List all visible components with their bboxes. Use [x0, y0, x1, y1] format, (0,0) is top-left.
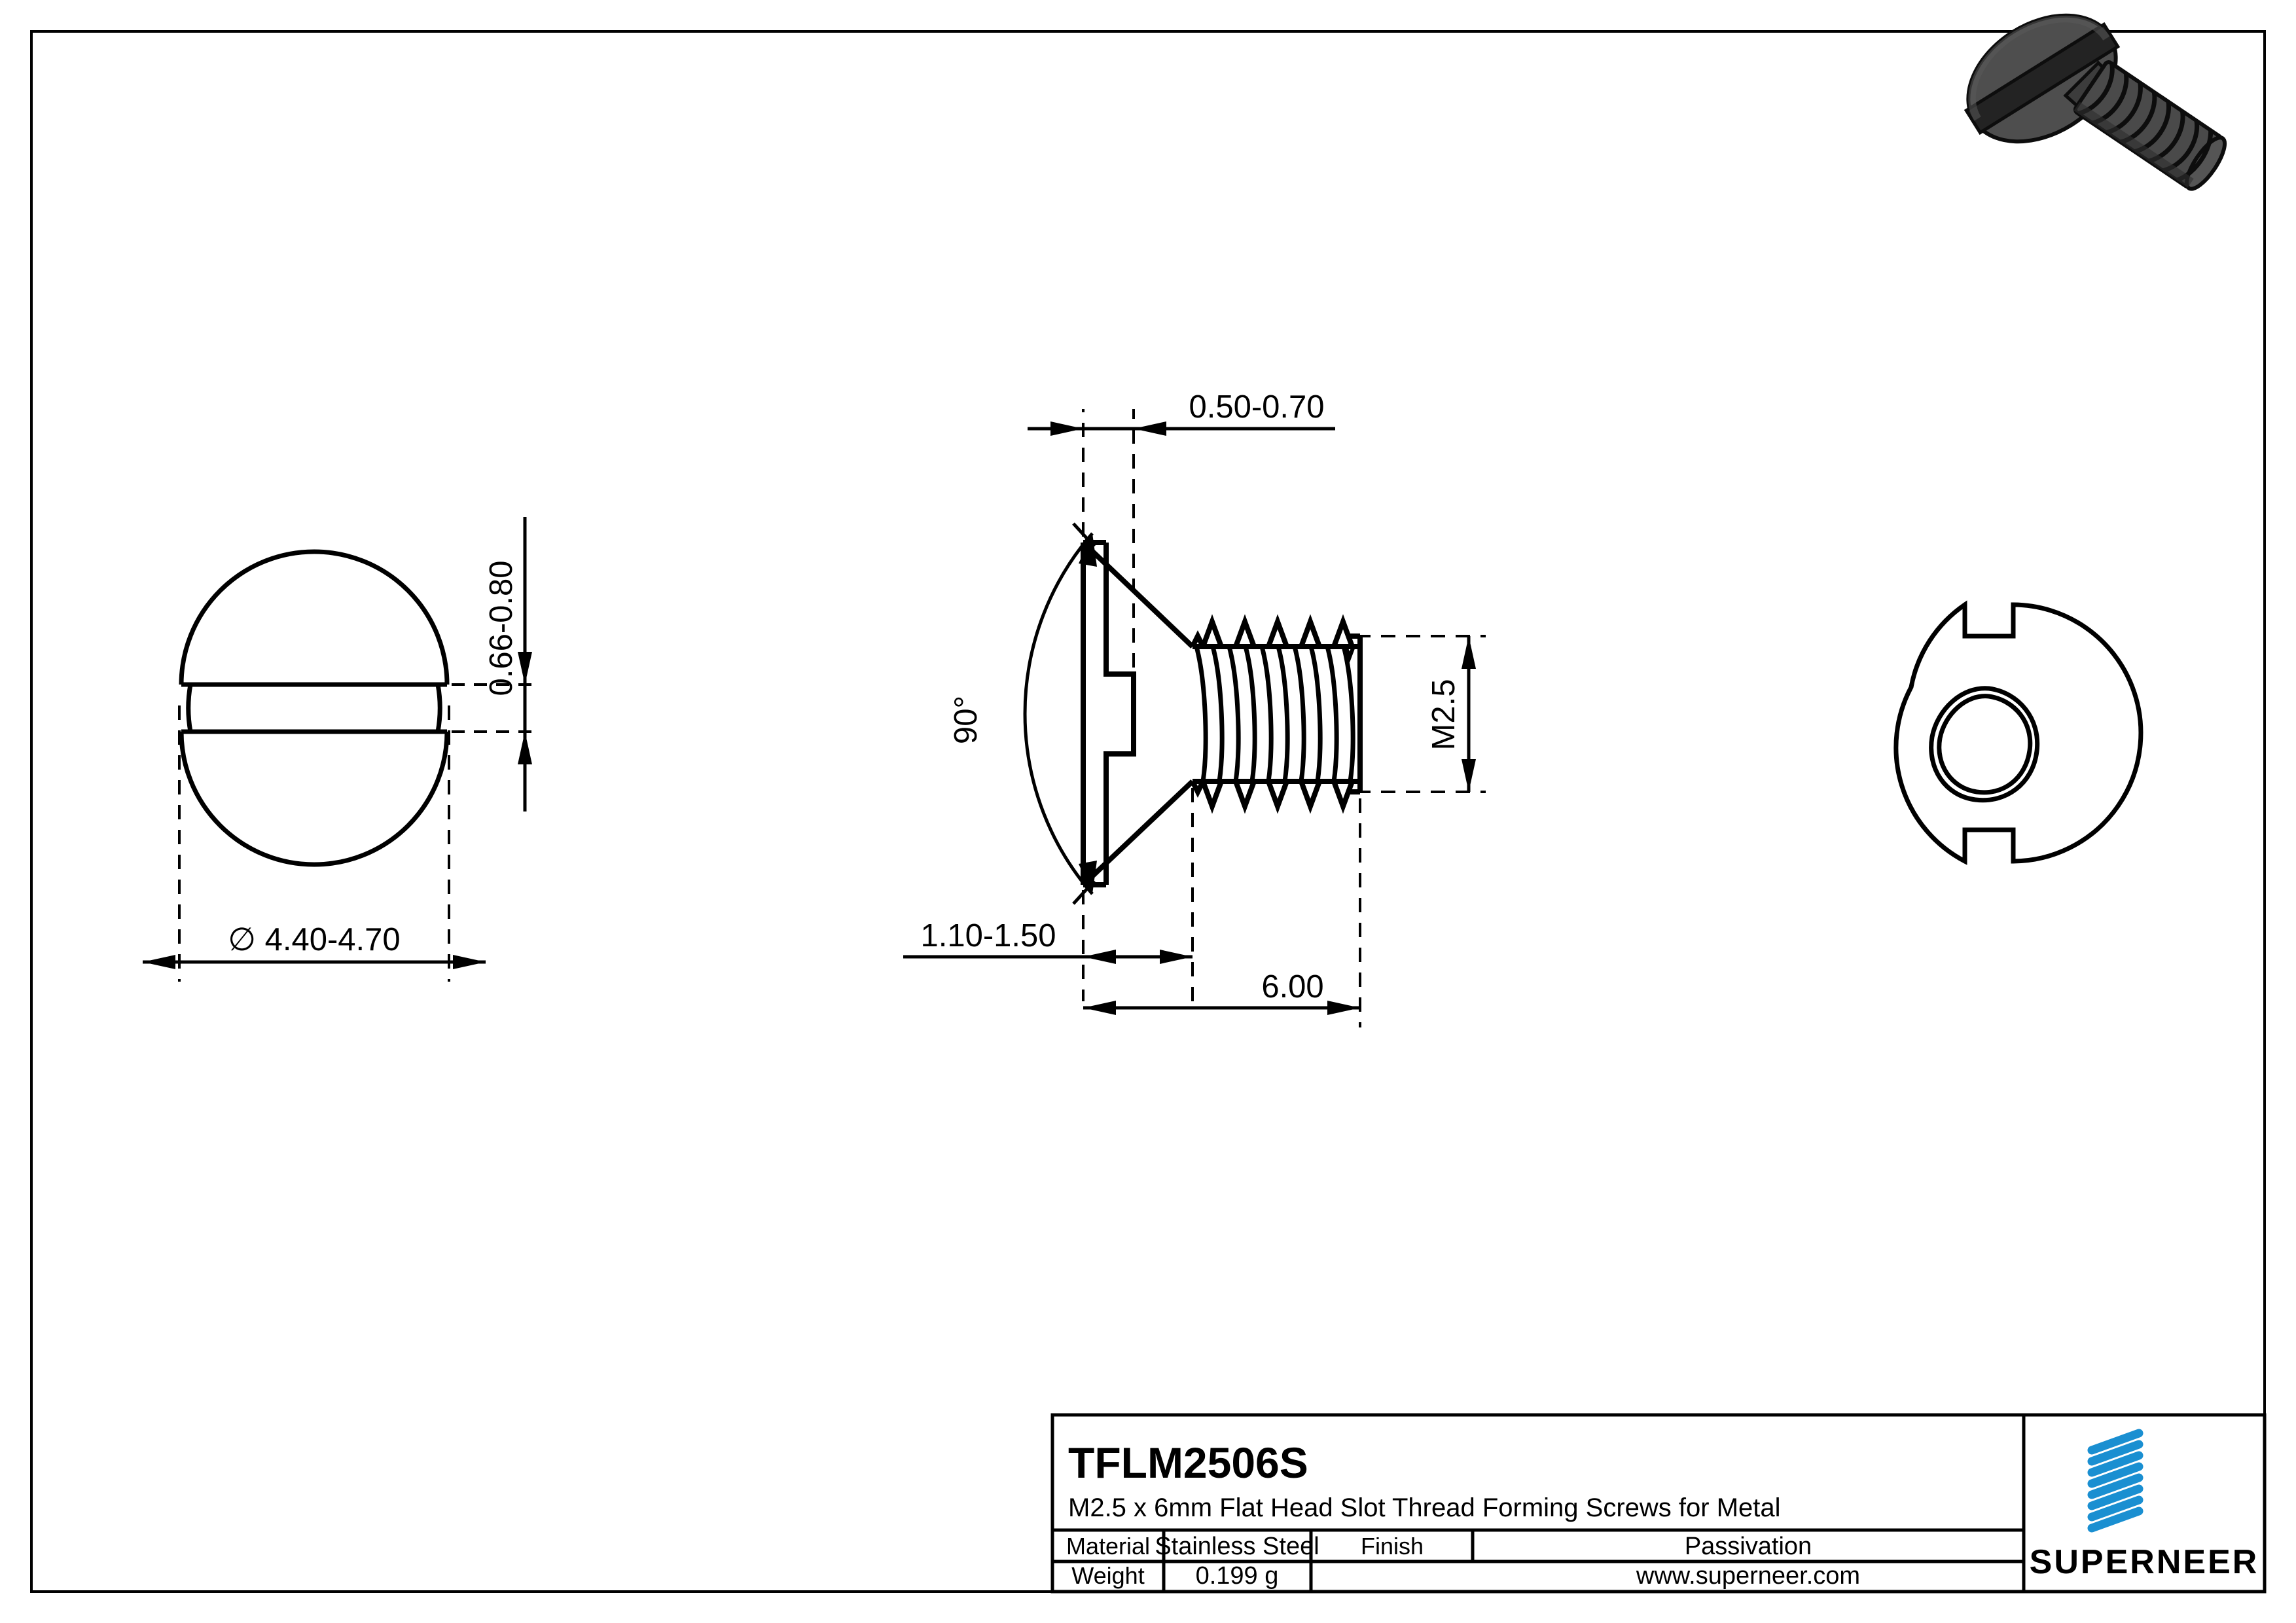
website-link[interactable]: www.superneer.com: [1636, 1562, 1860, 1590]
head-outline-upper: [179, 549, 450, 685]
weight-label: Weight: [1071, 1562, 1144, 1589]
thread-end-view: [1893, 600, 2144, 865]
arrow-slot-top: [518, 652, 532, 685]
head-taper-top: [1081, 541, 1194, 649]
arrow-angle-bottom: [1079, 861, 1097, 894]
screw-3d-render: [1964, 13, 2227, 191]
arrow-headheight-left: [1083, 950, 1116, 964]
trilobe-inner: [1937, 694, 2033, 795]
thread-crest-top-first: [1190, 630, 1206, 648]
material-label: Material: [1066, 1533, 1150, 1560]
brand-wordmark: SUPERNEER: [2030, 1543, 2259, 1581]
thread-flank-lines: [1194, 646, 1355, 782]
head-taper-bottom: [1081, 779, 1194, 887]
title-block: TFLM2506S M2.5 x 6mm Flat Head Slot Thre…: [1050, 1413, 2267, 1594]
part-number: TFLM2506S: [1068, 1438, 1308, 1487]
arrow-m25-top: [1462, 636, 1476, 669]
dim-head-height-label: 1.10-1.50: [920, 918, 1056, 954]
dim-arc-angle: [1023, 532, 1094, 895]
dim-slot-depth-label: 0.50-0.70: [1189, 389, 1324, 425]
angle-tick-top: [1072, 522, 1096, 548]
material-value: Stainless Steel: [1155, 1533, 1319, 1560]
arrow-slotdepth-right: [1134, 421, 1166, 436]
slot-arc-left: [186, 684, 193, 732]
dim-head-diameter-label: ∅ 4.40-4.70: [228, 922, 400, 957]
finish-value: Passivation: [1685, 1533, 1812, 1560]
brand-logo: SUPERNEER: [2030, 1429, 2259, 1581]
screw-3d-threads: [2073, 60, 2227, 191]
weight-value: 0.199 g: [1196, 1562, 1279, 1590]
dim-thread-designation-label: M2.5: [1426, 679, 1462, 751]
drive-slot-profile: [1103, 543, 1136, 885]
head-end-view: [143, 517, 537, 982]
trilobe-outer: [1929, 686, 2040, 803]
finish-label: Finish: [1361, 1533, 1424, 1560]
arrow-slotdepth-left: [1050, 421, 1083, 436]
logo-bars-icon: [2087, 1429, 2144, 1533]
head-outline-lower: [179, 731, 450, 867]
end-view-outline: [1893, 600, 2144, 865]
dim-countersink-angle-label: 90°: [948, 696, 984, 744]
thread-crest-bottom: [1200, 779, 1360, 814]
arrow-slot-bottom: [518, 732, 532, 764]
arrow-length-left: [1083, 1001, 1116, 1015]
arrow-length-right: [1327, 1001, 1360, 1015]
shank-end-notch: [1344, 645, 1355, 663]
side-section-view: [903, 409, 1486, 1027]
dim-slot-width-label: 0.66-0.80: [484, 560, 519, 696]
arrow-headheight-right: [1160, 950, 1193, 964]
thread-crest-bottom-first: [1190, 780, 1206, 798]
part-description: M2.5 x 6mm Flat Head Slot Thread Forming…: [1068, 1493, 1781, 1522]
arrow-angle-top: [1079, 533, 1097, 567]
arrow-dia-right: [453, 955, 486, 969]
slot-arc-right: [435, 684, 442, 732]
dim-overall-length-label: 6.00: [1261, 969, 1323, 1005]
thread-crest-top: [1200, 614, 1360, 649]
arrow-m25-bottom: [1462, 759, 1476, 792]
arrow-dia-left: [143, 955, 175, 969]
